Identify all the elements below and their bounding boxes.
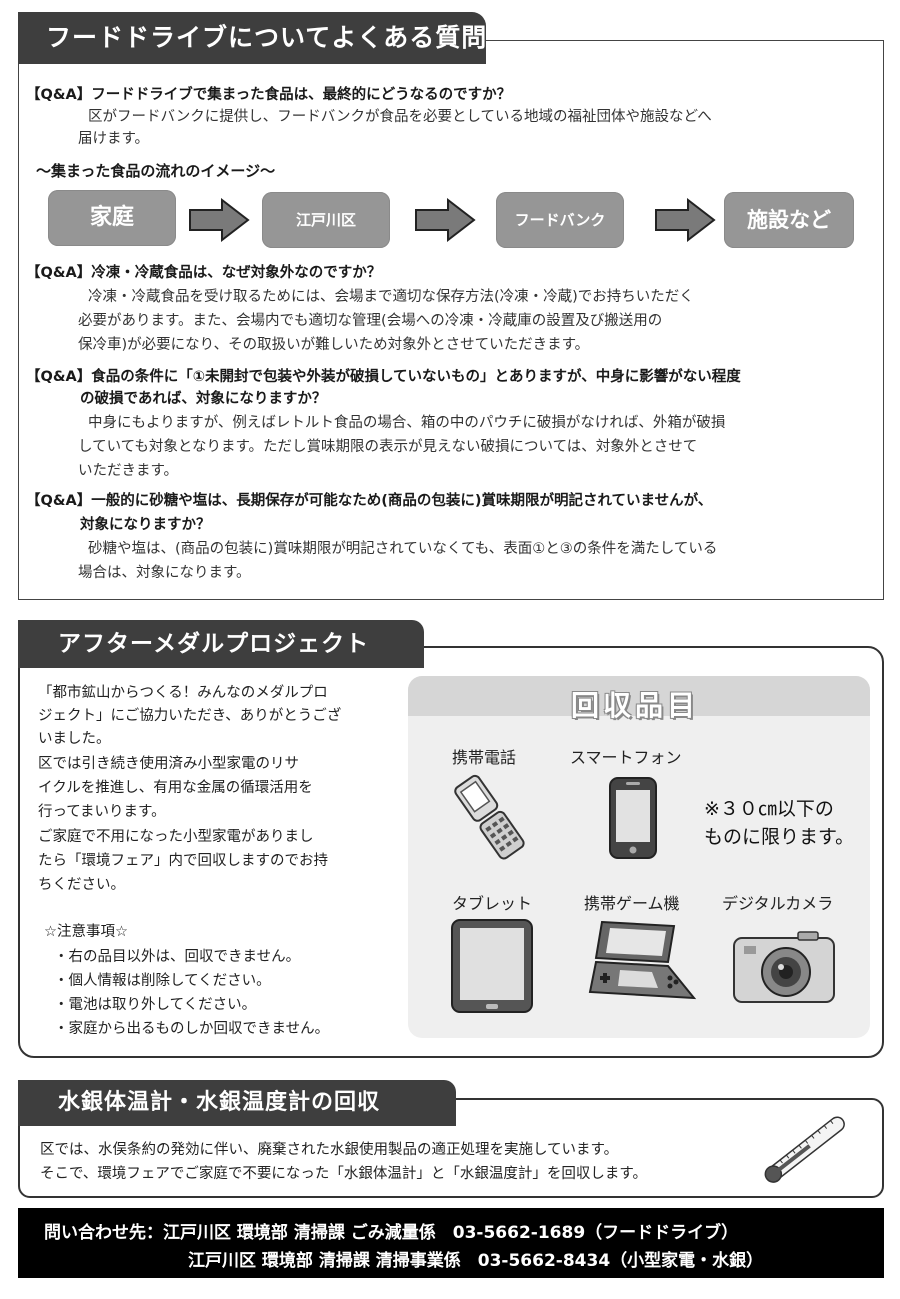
mercury-text-line-2: そこで、環境フェアでご家庭で不要になった「水銀体温計」と「水銀温度計」を回収しま…: [40, 1166, 647, 1182]
flow-arrow-icon: [189, 198, 250, 242]
medal-body-line-6: 行ってまいります。: [38, 804, 166, 820]
medal-title: アフターメダルプロジェクト: [18, 620, 424, 668]
faq-answer-3-line-3: いただきます。: [78, 463, 179, 479]
game-console-icon: [588, 920, 697, 1000]
medal-body-line-9: ちください。: [38, 877, 125, 893]
faq-answer-2-line-2: 必要があります。また、会場内でも適切な管理(会場への冷凍・冷蔵庫の設置及び搬送用…: [78, 313, 663, 329]
flow-step-edogawa: 江戸川区: [262, 192, 390, 248]
faq-answer-4-line-1: 砂糖や塩は、(商品の包装に)賞味期限が明記されていなくても、表面①と③の条件を満…: [88, 541, 718, 557]
notice-item: ・右の品目以外は、回収できません。: [54, 949, 301, 965]
medal-body-line-1: 「都市鉱山からつくる！みんなのメダルプロ: [38, 685, 328, 701]
flow-arrow-icon: [655, 198, 716, 242]
item-label-tablet: タブレット: [452, 894, 533, 913]
faq-question-1: 【Q&A】フードドライブで集まった食品は、最終的にどうなるのですか？: [26, 87, 512, 103]
faq-answer-2-line-3: 保冷車)が必要になり、その取扱いが難しいため対象外とさせていただきます。: [78, 337, 590, 353]
faq-question-4-line-2: 対象になりますか？: [80, 517, 211, 533]
faq-question-2: 【Q&A】冷凍・冷蔵食品は、なぜ対象外なのですか？: [26, 265, 382, 281]
flow-step-home: 家庭: [48, 190, 176, 246]
item-size-note-line-2: ものに限ります。: [704, 826, 855, 848]
collection-items-header-strip: [408, 676, 870, 716]
collection-items-heading: 回収品目: [570, 689, 699, 722]
flip-phone-icon: [454, 774, 525, 860]
item-label-game-console: 携帯ゲーム機: [584, 894, 680, 913]
medal-section: [18, 646, 884, 1058]
flow-step-facilities: 施設など: [724, 192, 854, 248]
item-label-digital-camera: デジタルカメラ: [722, 894, 834, 913]
item-size-note: ※３０㎝以下の ものに限ります。: [704, 795, 854, 851]
digital-camera-icon: [733, 931, 835, 1003]
thermometer-icon: [764, 1116, 845, 1183]
faq-answer-4-line-2: 場合は、対象になります。: [78, 565, 251, 581]
faq-question-3-line-1: 【Q&A】食品の条件に「①未開封で包装や外装が破損していないもの」とありますが、…: [26, 369, 741, 385]
contact-footer: 問い合わせ先：江戸川区 環境部 清掃課 ごみ減量係 03-5662-1689（フ…: [18, 1208, 884, 1278]
flow-title: ～集まった食品の流れのイメージ～: [36, 162, 276, 180]
notice-item: ・個人情報は削除してください。: [54, 973, 271, 989]
faq-question-4-line-1: 【Q&A】一般的に砂糖や塩は、長期保存が可能なため(商品の包装に)賞味期限が明記…: [26, 493, 713, 509]
faq-answer-3-line-2: していても対象となります。ただし賞味期限の表示が見えない破損については、対象外と…: [78, 439, 698, 455]
medal-body-line-3: いました。: [38, 731, 111, 747]
notice-item: ・家庭から出るものしか回収できません。: [54, 1021, 330, 1037]
medal-body-line-7: ご家庭で不用になった小型家電がありまし: [38, 829, 314, 845]
medal-body-line-4: 区では引き続き使用済み小型家電のリサ: [38, 756, 299, 772]
item-label-smartphone: スマートフォン: [570, 748, 682, 767]
faq-title: フードドライブについてよくある質問: [18, 12, 486, 64]
item-label-flip-phone: 携帯電話: [452, 748, 517, 767]
flow-step-foodbank: フードバンク: [496, 192, 624, 248]
medal-body-line-2: ジェクト」にご協力いただき、ありがとうござ: [38, 708, 342, 724]
item-size-note-line-1: ※３０㎝以下の: [704, 798, 834, 820]
contact-line-1: 問い合わせ先：江戸川区 環境部 清掃課 ごみ減量係 03-5662-1689（フ…: [44, 1223, 739, 1243]
faq-answer-3-line-1: 中身にもよりますが、例えばレトルト食品の場合、箱の中のパウチに破損がなければ、外…: [88, 415, 726, 431]
mercury-title: 水銀体温計・水銀温度計の回収: [18, 1080, 456, 1126]
contact-line-2: 江戸川区 環境部 清掃課 清掃事業係 03-5662-8434（小型家電・水銀）: [188, 1251, 764, 1271]
flow-arrow-icon: [415, 198, 476, 242]
mercury-text-line-1: 区では、水俣条約の発効に伴い、廃棄された水銀使用製品の適正処理を実施しています。: [40, 1142, 619, 1158]
notice-item: ・電池は取り外してください。: [54, 997, 257, 1013]
faq-answer-1-line-2: 届けます。: [78, 131, 150, 147]
medal-body-line-5: イクルを推進し、有用な金属の循環活用を: [38, 780, 313, 796]
faq-answer-1-line-1: 区がフードバンクに提供し、フードバンクが食品を必要としている地域の福祉団体や施設…: [88, 109, 712, 125]
smartphone-icon: [609, 777, 657, 859]
tablet-icon: [451, 919, 533, 1013]
medal-body-line-8: たら「環境フェア」内で回収しますのでお持: [38, 853, 328, 869]
faq-answer-2-line-1: 冷凍・冷蔵食品を受け取るためには、会場まで適切な保存方法(冷凍・冷蔵)でお持ちい…: [88, 289, 694, 305]
faq-question-3-line-2: の破損であれば、対象になりますか？: [80, 391, 327, 407]
notice-title: ☆注意事項☆: [44, 924, 128, 940]
